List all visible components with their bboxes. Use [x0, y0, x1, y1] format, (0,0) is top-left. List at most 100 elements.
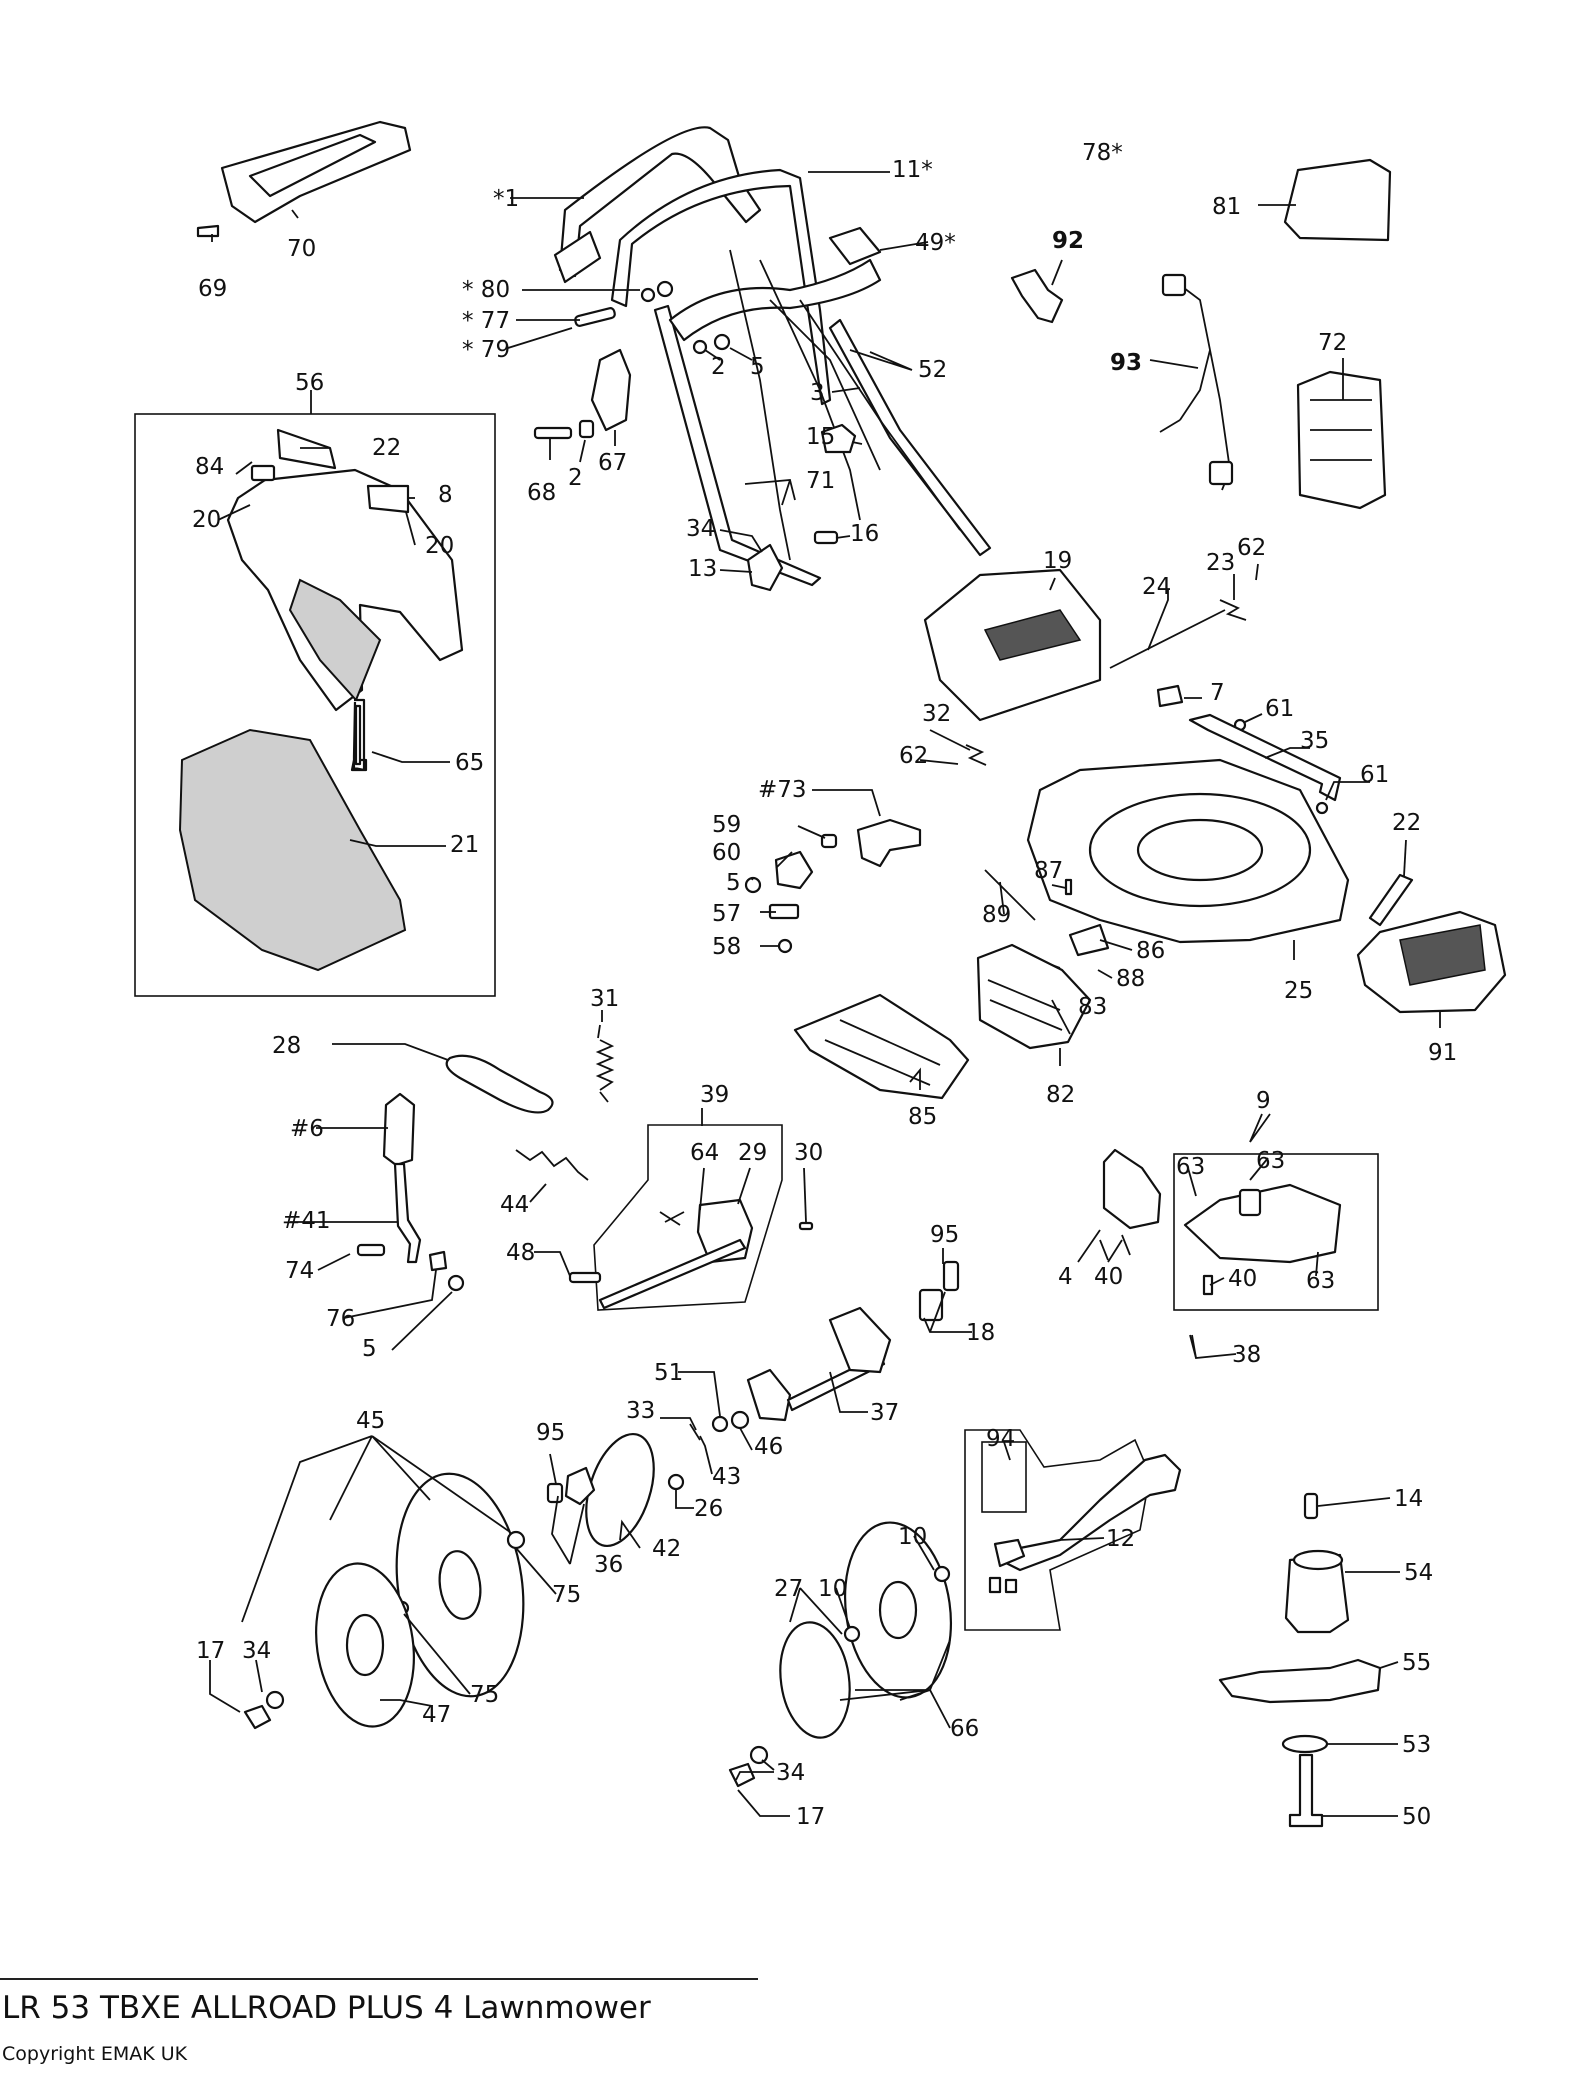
callout-63c: 63	[1306, 1268, 1335, 1294]
callout-14: 14	[1394, 1486, 1423, 1512]
part-blade-guard	[1183, 1183, 1342, 1264]
footer-divider	[0, 1978, 758, 1980]
callout-19: 19	[1043, 548, 1072, 574]
callout-8: 8	[438, 482, 453, 508]
callout-43: 43	[712, 1464, 741, 1490]
callout-71: 71	[806, 468, 835, 494]
part-drive-belt	[445, 1054, 554, 1114]
callout-62b: 62	[899, 743, 928, 769]
callout-80: * 80	[462, 277, 510, 303]
part-rear-axle	[746, 1368, 792, 1422]
callout-79: * 79	[462, 337, 510, 363]
callout-28: 28	[272, 1033, 301, 1059]
parts-drawing	[134, 120, 1507, 1828]
callout-92: 92	[1052, 228, 1084, 254]
callout-4: 4	[1058, 1264, 1073, 1290]
callout-17b: 17	[796, 1804, 825, 1830]
callout-40a: 40	[1094, 1264, 1123, 1290]
callout-22b: 22	[1392, 810, 1421, 836]
callout-44: 44	[500, 1192, 529, 1218]
callout-35: 35	[1300, 728, 1329, 754]
callout-53: 53	[1402, 1732, 1431, 1758]
callout-5b: 5	[726, 870, 741, 896]
callout-26: 26	[694, 1496, 723, 1522]
callout-3: 3	[810, 380, 825, 406]
callout-27: 27	[774, 1576, 803, 1602]
callout-56: 56	[295, 370, 324, 396]
callout-25: 25	[1284, 978, 1313, 1004]
callout-34a: 34	[686, 516, 715, 542]
callout-94: 94	[986, 1426, 1015, 1452]
part-lower-handle-right	[828, 318, 992, 557]
callout-82: 82	[1046, 1082, 1075, 1108]
part-front-hub-cap	[779, 1621, 851, 1739]
part-bracket-4	[1102, 1148, 1162, 1230]
callout-63a: 63	[1176, 1154, 1205, 1180]
part-upper-handle	[558, 126, 762, 278]
callout-21: 21	[450, 832, 479, 858]
callout-15: 15	[806, 424, 835, 450]
callout-20a: 20	[192, 507, 221, 533]
leader-lines	[209, 171, 1441, 1817]
callout-10a: 10	[898, 1524, 927, 1550]
part-ignition-key	[1010, 268, 1064, 324]
callout-48: 48	[506, 1240, 535, 1266]
callout-22a: 22	[372, 435, 401, 461]
callout-46: 46	[754, 1434, 783, 1460]
callout-54: 54	[1404, 1560, 1433, 1586]
callout-64: 64	[690, 1140, 719, 1166]
callout-70: 70	[287, 236, 316, 262]
part-blade-bolt	[1288, 1753, 1324, 1828]
callout-40b: 40	[1228, 1266, 1257, 1292]
callout-34b: 34	[242, 1638, 271, 1664]
callout-45: 45	[356, 1408, 385, 1434]
callout-75a: 75	[552, 1582, 581, 1608]
callout-29: 29	[738, 1140, 767, 1166]
callout-67: 67	[598, 450, 627, 476]
part-blade	[1218, 1658, 1382, 1704]
callout-95b: 95	[536, 1420, 565, 1446]
callout-84: 84	[195, 454, 224, 480]
callout-75b: 75	[470, 1682, 499, 1708]
callout-31: 31	[590, 986, 619, 1012]
callout-78: 78*	[1082, 140, 1123, 166]
gearbox-kit-box	[593, 1124, 783, 1311]
callout-11: 11*	[892, 157, 933, 183]
part-handle-knob	[746, 543, 784, 592]
callout-37: 37	[870, 1400, 899, 1426]
callout-10b: 10	[818, 1576, 847, 1602]
callout-1: *1	[493, 186, 519, 212]
callout-5c: 5	[362, 1336, 377, 1362]
callout-24: 24	[1142, 574, 1171, 600]
callout-18: 18	[966, 1320, 995, 1346]
callout-50: 50	[1402, 1804, 1431, 1830]
part-bushing-15	[820, 423, 857, 454]
part-decal-72	[1296, 370, 1387, 510]
callout-77: * 77	[462, 308, 510, 334]
part-drive-lever	[393, 1162, 422, 1264]
part-drive-axle	[598, 1238, 747, 1310]
callout-36: 36	[594, 1552, 623, 1578]
callout-12: 12	[1106, 1526, 1135, 1552]
callout-59: 59	[712, 812, 741, 838]
callout-72: 72	[1318, 330, 1347, 356]
callout-65: 65	[455, 750, 484, 776]
part-washer	[1281, 1734, 1329, 1754]
part-set-94	[981, 1441, 1027, 1513]
callout-66: 66	[950, 1716, 979, 1742]
callout-74: 74	[285, 1258, 314, 1284]
callout-42: 42	[652, 1536, 681, 1562]
callout-20b: 20	[425, 533, 454, 559]
callout-32: 32	[922, 701, 951, 727]
callout-34c: 34	[776, 1760, 805, 1786]
callout-labels: *1 11* 78* 81 70 69 * 80 * 77 * 79 49* 9…	[192, 140, 1457, 1830]
part-wiring-harness	[1159, 284, 1231, 491]
callout-57: 57	[712, 901, 741, 927]
diagram-title: LR 53 TBXE ALLROAD PLUS 4 Lawnmower	[2, 1990, 651, 2026]
callout-95a: 95	[930, 1222, 959, 1248]
part-lower-handle-left	[653, 304, 822, 587]
callout-16: 16	[850, 521, 879, 547]
callout-85: 85	[908, 1104, 937, 1130]
callout-86: 86	[1136, 938, 1165, 964]
